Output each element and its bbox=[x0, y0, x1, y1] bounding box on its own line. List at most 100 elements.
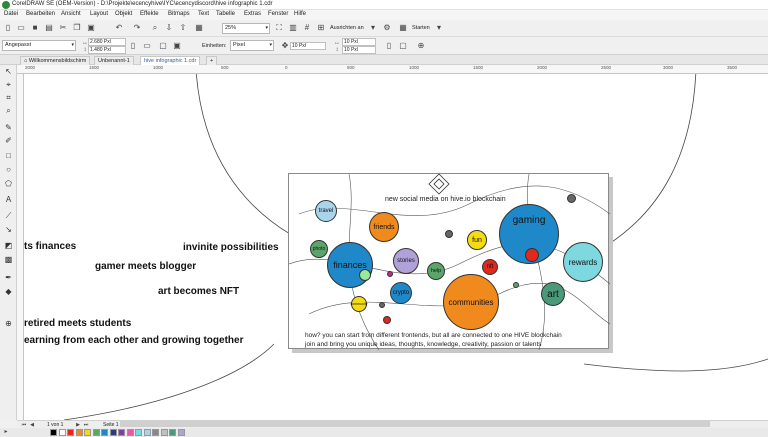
menu-bearbeiten[interactable]: Bearbeiten bbox=[26, 11, 56, 17]
nudge-distance-field[interactable]: 10 Pxl bbox=[290, 42, 326, 50]
publish-pdf-icon[interactable]: ▦ bbox=[195, 23, 203, 32]
decor-dot-gray[interactable] bbox=[445, 230, 453, 238]
infographic-headline[interactable]: new social media on hive.io blockchain bbox=[385, 196, 506, 203]
text-tool-icon[interactable]: A bbox=[5, 195, 12, 204]
page-tab-1[interactable]: Seite 1 bbox=[103, 422, 119, 428]
menu-layout[interactable]: Layout bbox=[90, 11, 109, 17]
launch-dropdown[interactable]: Starten bbox=[412, 25, 430, 31]
all-pages-icon[interactable]: ▢ bbox=[159, 41, 167, 50]
decor-dot-red[interactable] bbox=[525, 248, 539, 262]
rectangle-tool-icon[interactable]: □ bbox=[6, 151, 11, 160]
bubble-finances[interactable]: finances bbox=[327, 242, 373, 288]
canvas-text-possibilities[interactable]: invinite possibilities bbox=[183, 242, 279, 253]
add-tool-icon[interactable]: ⊕ bbox=[5, 319, 12, 328]
bubble-fun[interactable]: fun bbox=[467, 230, 487, 250]
bubble-photo[interactable]: photo bbox=[310, 240, 328, 258]
menu-text[interactable]: Text bbox=[198, 11, 210, 17]
menu-ansicht[interactable]: Ansicht bbox=[61, 11, 81, 17]
redo-icon[interactable]: ↷ bbox=[133, 23, 141, 32]
connector-tool-icon[interactable]: ↘ bbox=[5, 225, 12, 234]
paste-icon[interactable]: ▣ bbox=[87, 23, 95, 32]
page-width-field[interactable]: 2.680 Pxl bbox=[88, 38, 126, 46]
menu-objekt[interactable]: Objekt bbox=[115, 11, 133, 17]
decor-dot-red[interactable] bbox=[383, 316, 391, 324]
decor-dot-lightgreen[interactable] bbox=[359, 269, 371, 281]
color-swatch[interactable] bbox=[50, 429, 57, 436]
infographic-page[interactable]: new social media on hive.io blockchain t… bbox=[288, 173, 610, 350]
last-page-icon[interactable]: ⏭ bbox=[83, 422, 89, 428]
eyedropper-tool-icon[interactable]: ✒ bbox=[5, 273, 12, 282]
color-swatch[interactable] bbox=[109, 429, 117, 436]
bubble-friends[interactable]: friends bbox=[369, 212, 399, 242]
bubble-rewards[interactable]: rewards bbox=[563, 242, 603, 282]
tab-welcome[interactable]: ⌂ Willkommensbildschirm bbox=[20, 56, 91, 65]
drawing-canvas[interactable]: ts finances invinite possibilities gamer… bbox=[24, 74, 768, 420]
polygon-tool-icon[interactable]: ⬠ bbox=[5, 179, 12, 188]
landscape-icon[interactable]: ▭ bbox=[143, 41, 151, 50]
color-swatch[interactable] bbox=[92, 429, 100, 436]
color-swatch[interactable] bbox=[177, 429, 185, 436]
drop-shadow-icon[interactable]: ◩ bbox=[4, 241, 13, 250]
menu-bitmaps[interactable]: Bitmaps bbox=[168, 11, 190, 17]
bleed-icon[interactable]: ▢ bbox=[399, 41, 407, 50]
launch-chevron-icon[interactable]: ▾ bbox=[436, 23, 441, 32]
pick-tool-icon[interactable]: ↖ bbox=[5, 67, 12, 76]
color-swatch[interactable] bbox=[118, 429, 125, 436]
zoom-tool-icon[interactable]: ⌕ bbox=[6, 106, 11, 115]
palette-options-icon[interactable]: ▸ bbox=[4, 429, 8, 435]
shape-tool-icon[interactable]: ⌖ bbox=[6, 80, 11, 89]
canvas-text-finances[interactable]: ts finances bbox=[24, 241, 77, 252]
decor-dot-gray[interactable] bbox=[379, 302, 385, 308]
export-icon[interactable]: ⇧ bbox=[179, 23, 187, 32]
tab-untitled[interactable]: Unbenannt-1 bbox=[94, 56, 134, 65]
zoom-select[interactable]: 25%▾ bbox=[222, 23, 270, 34]
add-icon[interactable]: ⊕ bbox=[417, 41, 425, 50]
horizontal-ruler[interactable]: 2000 1500 1000 500 0 500 1000 1500 2000 … bbox=[17, 65, 768, 74]
color-swatch[interactable] bbox=[75, 429, 83, 436]
bubble-gaming[interactable]: gaming bbox=[499, 204, 559, 264]
full-screen-icon[interactable]: ⛶ bbox=[276, 23, 282, 32]
menu-fenster[interactable]: Fenster bbox=[268, 11, 289, 17]
duplicate-x-field[interactable]: 10 Pxl bbox=[342, 38, 376, 46]
guidelines-icon[interactable]: ⊞ bbox=[317, 23, 325, 32]
launch-icon[interactable]: ▦ bbox=[399, 23, 407, 32]
horizontal-scrollbar-thumb[interactable] bbox=[120, 421, 710, 427]
decor-dot-magenta[interactable] bbox=[387, 271, 393, 277]
canvas-text-learning[interactable]: earning from each other and growing toge… bbox=[24, 335, 244, 346]
new-document-icon[interactable]: ▯ bbox=[5, 23, 11, 32]
color-swatch[interactable] bbox=[152, 429, 159, 436]
portrait-icon[interactable]: ▯ bbox=[130, 41, 136, 50]
prev-page-icon[interactable]: ◀ bbox=[30, 422, 34, 428]
menu-tabelle[interactable]: Tabelle bbox=[216, 11, 236, 17]
search-icon[interactable]: ⌕ bbox=[152, 23, 158, 32]
menu-effekte[interactable]: Effekte bbox=[140, 11, 159, 17]
options-gear-icon[interactable]: ⚙ bbox=[383, 23, 391, 32]
vertical-ruler[interactable] bbox=[17, 74, 24, 420]
rulers-icon[interactable]: ▥ bbox=[289, 23, 297, 32]
print-icon[interactable]: ▤ bbox=[45, 23, 53, 32]
color-swatch[interactable] bbox=[84, 429, 91, 436]
units-select[interactable]: Pixel▾ bbox=[230, 40, 274, 51]
color-swatch[interactable] bbox=[58, 429, 66, 436]
bubble-crypto[interactable]: crypto bbox=[390, 282, 412, 304]
duplicate-y-field[interactable]: 10 Pxl bbox=[342, 46, 376, 54]
snap-chevron-icon[interactable]: ▾ bbox=[370, 23, 375, 32]
decor-dot-gray[interactable] bbox=[567, 194, 576, 203]
interactive-fill-icon[interactable]: ◆ bbox=[5, 287, 12, 296]
copy-icon[interactable]: ❐ bbox=[73, 23, 81, 32]
transparency-tool-icon[interactable]: ▩ bbox=[4, 255, 13, 264]
page-size-select[interactable]: Angepasst▾ bbox=[2, 40, 76, 51]
import-icon[interactable]: ⇩ bbox=[165, 23, 173, 32]
color-swatch[interactable] bbox=[67, 429, 74, 436]
bubble-community[interactable]: community bbox=[351, 296, 367, 312]
menu-datei[interactable]: Datei bbox=[4, 11, 19, 17]
parallel-dimension-icon[interactable]: ⟋ bbox=[5, 211, 12, 220]
snap-to-dropdown[interactable]: Ausrichten an bbox=[330, 25, 364, 31]
canvas-text-retired[interactable]: retired meets students bbox=[24, 318, 132, 329]
artistic-media-icon[interactable]: ✐ bbox=[5, 136, 12, 145]
save-icon[interactable]: ■ bbox=[32, 23, 38, 32]
infographic-footer-line2[interactable]: join and bring you unique ideas, thought… bbox=[305, 341, 542, 348]
bubble-communities[interactable]: communities bbox=[443, 274, 499, 330]
color-swatch[interactable] bbox=[143, 429, 151, 436]
color-swatch[interactable] bbox=[169, 429, 176, 436]
